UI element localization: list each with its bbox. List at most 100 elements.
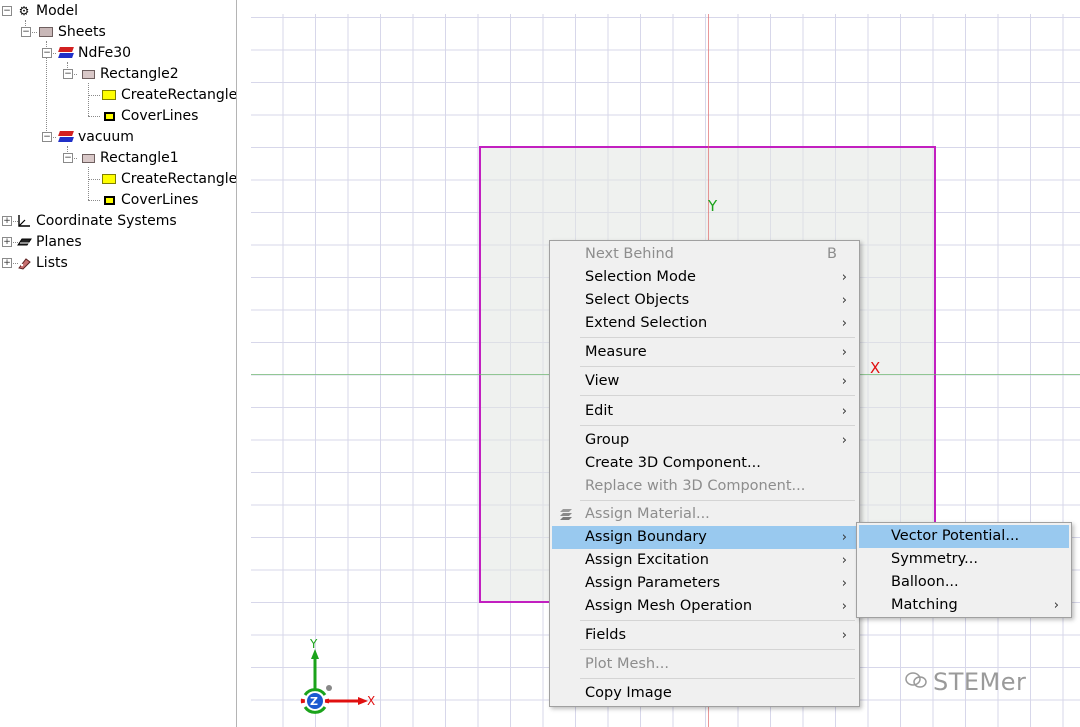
model-icon: ⚙ bbox=[18, 4, 30, 18]
chevron-right-icon: › bbox=[841, 345, 847, 360]
tree-item-planes[interactable]: Planes bbox=[16, 232, 82, 252]
tree-item-lists[interactable]: Lists bbox=[16, 253, 68, 273]
rectangle-icon bbox=[80, 151, 96, 165]
tree-connector bbox=[46, 41, 47, 137]
menu-item-selection-mode[interactable]: Selection Mode › bbox=[552, 266, 857, 289]
tree-connector bbox=[25, 32, 37, 33]
collapse-toggle[interactable]: − bbox=[21, 27, 31, 37]
menu-separator bbox=[580, 366, 855, 367]
menu-separator bbox=[580, 620, 855, 621]
chevron-right-icon: › bbox=[841, 404, 847, 419]
tree-connector bbox=[88, 200, 100, 201]
collapse-toggle[interactable]: − bbox=[42, 48, 52, 58]
collapse-toggle[interactable]: − bbox=[63, 153, 73, 163]
tree-item-coordinate-systems[interactable]: Coordinate Systems bbox=[16, 211, 177, 231]
chevron-right-icon: › bbox=[841, 628, 847, 643]
collapse-toggle[interactable]: − bbox=[63, 69, 73, 79]
cover-lines-icon bbox=[101, 193, 117, 207]
material-icon bbox=[58, 46, 74, 60]
menu-separator bbox=[580, 395, 855, 396]
tree-connector bbox=[88, 179, 100, 180]
tree-connector bbox=[67, 146, 68, 158]
tree-item-create-rectangle[interactable]: CreateRectangle bbox=[101, 169, 236, 189]
tree-item-ndfe30[interactable]: NdFe30 bbox=[58, 43, 131, 63]
assign-boundary-submenu: Vector Potential... Symmetry... Balloon.… bbox=[856, 522, 1072, 618]
context-menu: Next Behind B Selection Mode › Select Ob… bbox=[549, 240, 860, 707]
collapse-toggle[interactable]: − bbox=[2, 6, 12, 16]
chevron-right-icon: › bbox=[841, 433, 847, 448]
menu-item-create-3d-component[interactable]: Create 3D Component... bbox=[585, 455, 761, 471]
triad-y-label: Y bbox=[310, 637, 318, 651]
menu-item-edit[interactable]: Edit › bbox=[552, 400, 857, 423]
menu-item-assign-material[interactable]: Assign Material... bbox=[552, 503, 857, 526]
tree-connector bbox=[8, 263, 18, 264]
menu-item-assign-mesh-operation[interactable]: Assign Mesh Operation › bbox=[552, 595, 857, 618]
menu-item-fields[interactable]: Fields › bbox=[552, 624, 857, 647]
create-rectangle-icon bbox=[101, 172, 117, 186]
tree-item-vacuum[interactable]: vacuum bbox=[58, 127, 134, 147]
watermark-text: STEMer bbox=[933, 668, 1027, 696]
triad-z-label: Z bbox=[310, 695, 318, 708]
shortcut-key: B bbox=[827, 246, 837, 262]
menu-item-assign-excitation[interactable]: Assign Excitation › bbox=[552, 549, 857, 572]
menu-item-extend-selection[interactable]: Extend Selection › bbox=[552, 312, 857, 335]
tree-connector bbox=[88, 167, 89, 200]
tree-connector bbox=[25, 20, 26, 32]
x-axis-label: X bbox=[870, 359, 881, 377]
chevron-right-icon: › bbox=[841, 576, 847, 591]
lists-icon bbox=[16, 256, 32, 270]
submenu-item-matching[interactable]: Matching › bbox=[859, 594, 1069, 617]
menu-item-next-behind[interactable]: Next Behind B bbox=[552, 243, 857, 266]
expand-toggle[interactable]: + bbox=[2, 237, 12, 247]
chevron-right-icon: › bbox=[841, 293, 847, 308]
cover-lines-icon bbox=[101, 109, 117, 123]
menu-item-measure[interactable]: Measure › bbox=[552, 341, 857, 364]
menu-separator bbox=[580, 649, 855, 650]
material-stack-icon bbox=[558, 507, 574, 521]
tree-item-cover-lines[interactable]: CoverLines bbox=[101, 190, 198, 210]
tree-item-create-rectangle[interactable]: CreateRectangle bbox=[101, 85, 236, 105]
menu-separator bbox=[580, 500, 855, 501]
chevron-right-icon: › bbox=[841, 530, 847, 545]
tree-connector bbox=[8, 242, 18, 243]
menu-item-replace-3d-component[interactable]: Replace with 3D Component... bbox=[585, 478, 806, 494]
material-icon bbox=[58, 130, 74, 144]
tree-item-model[interactable]: ⚙ Model bbox=[16, 1, 78, 21]
sheet-folder-icon bbox=[38, 25, 54, 39]
menu-separator bbox=[580, 337, 855, 338]
tree-connector bbox=[88, 116, 100, 117]
model-tree: − − − − − − + + + ⚙ Model Sheets NdFe30 … bbox=[0, 0, 237, 727]
tree-item-rectangle1[interactable]: Rectangle1 bbox=[80, 148, 179, 168]
y-axis-label: Y bbox=[708, 197, 718, 215]
chevron-right-icon: › bbox=[841, 553, 847, 568]
menu-separator bbox=[580, 678, 855, 679]
expand-toggle[interactable]: + bbox=[2, 216, 12, 226]
tree-item-rectangle2[interactable]: Rectangle2 bbox=[80, 64, 179, 84]
menu-item-assign-parameters[interactable]: Assign Parameters › bbox=[552, 572, 857, 595]
submenu-item-vector-potential[interactable]: Vector Potential... bbox=[859, 525, 1069, 548]
rectangle-icon bbox=[80, 67, 96, 81]
chevron-right-icon: › bbox=[1053, 598, 1059, 613]
menu-item-group[interactable]: Group › bbox=[552, 429, 857, 452]
planes-icon bbox=[16, 235, 32, 249]
chevron-right-icon: › bbox=[841, 374, 847, 389]
tree-item-cover-lines[interactable]: CoverLines bbox=[101, 106, 198, 126]
tree-connector bbox=[67, 62, 68, 74]
chevron-right-icon: › bbox=[841, 316, 847, 331]
menu-item-view[interactable]: View › bbox=[552, 370, 857, 393]
collapse-toggle[interactable]: − bbox=[42, 132, 52, 142]
menu-item-copy-image[interactable]: Copy Image bbox=[585, 685, 672, 701]
tree-connector bbox=[88, 95, 100, 96]
chat-bubble-icon bbox=[905, 671, 927, 694]
orientation-triad: Y X Z bbox=[292, 637, 392, 717]
triad-x-label: X bbox=[367, 694, 376, 708]
tree-item-sheets[interactable]: Sheets bbox=[38, 22, 106, 42]
expand-toggle[interactable]: + bbox=[2, 258, 12, 268]
menu-item-assign-boundary[interactable]: Assign Boundary › bbox=[552, 526, 857, 549]
menu-item-plot-mesh[interactable]: Plot Mesh... bbox=[585, 656, 669, 672]
menu-item-select-objects[interactable]: Select Objects › bbox=[552, 289, 857, 312]
tree-connector bbox=[8, 221, 18, 222]
chevron-right-icon: › bbox=[841, 599, 847, 614]
submenu-item-symmetry[interactable]: Symmetry... bbox=[891, 551, 978, 567]
submenu-item-balloon[interactable]: Balloon... bbox=[891, 574, 959, 590]
